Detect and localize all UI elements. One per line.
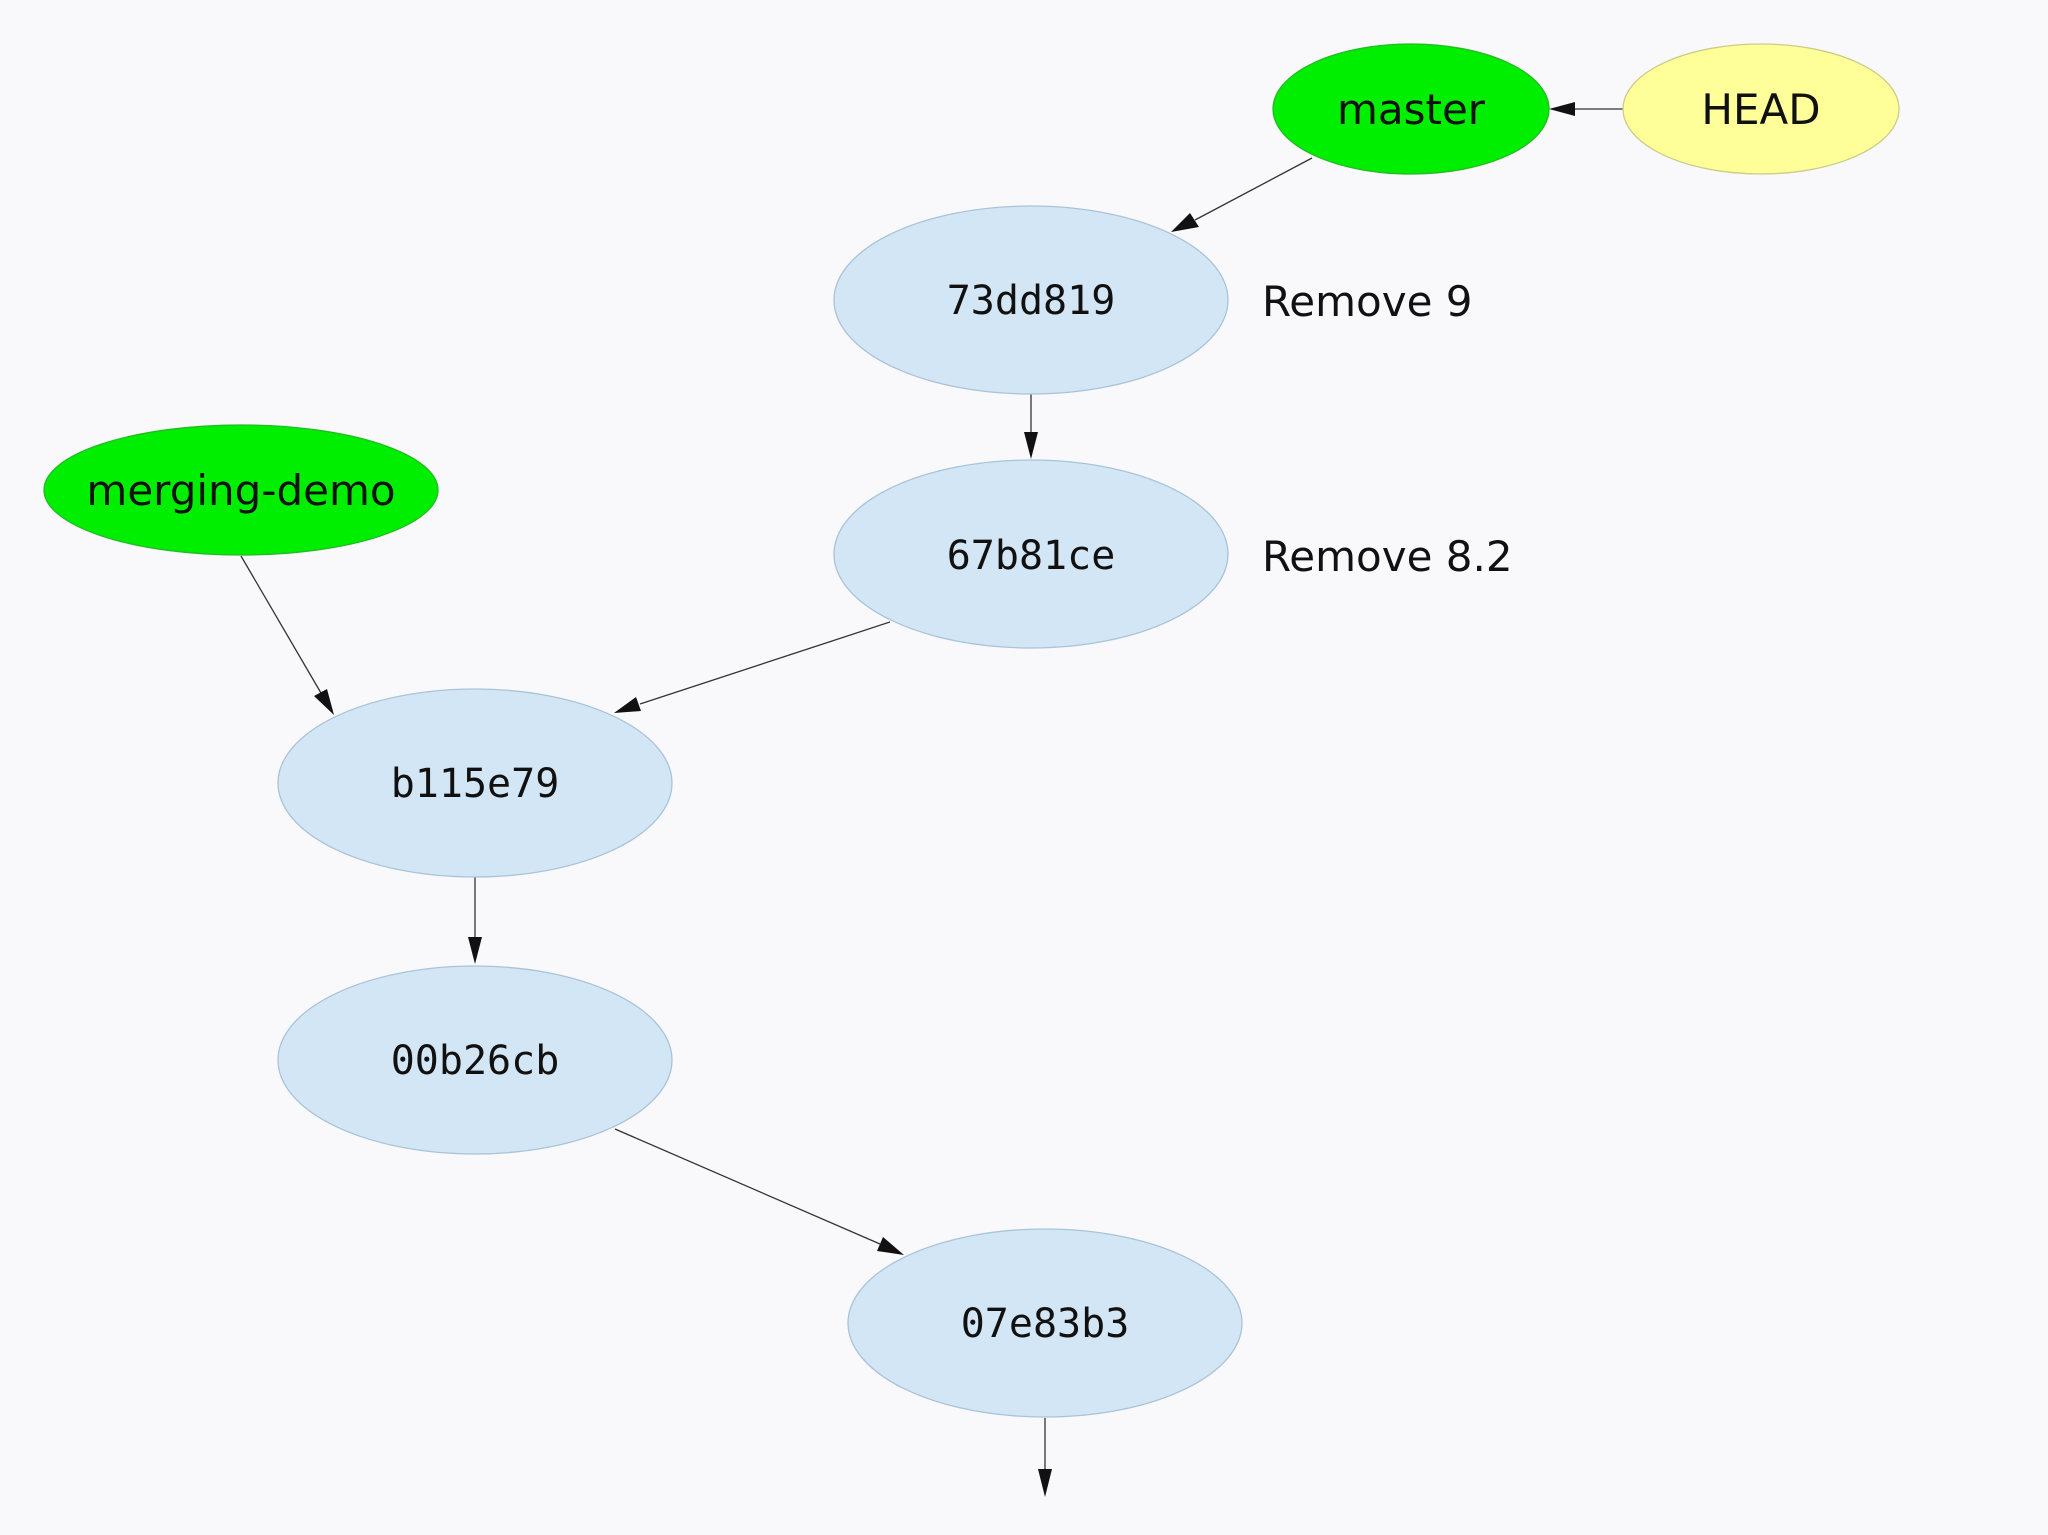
commit-node-00b26cb[interactable]: 00b26cb — [277, 965, 673, 1155]
arrowhead-73dd819-to-67b81ce — [1024, 432, 1038, 459]
commit-node-b115e79[interactable]: b115e79 — [277, 688, 673, 878]
branch-merging-demo-node[interactable]: merging-demo — [43, 424, 439, 556]
commit-shape — [833, 205, 1229, 395]
branch-master-label: master — [1337, 85, 1486, 134]
commit-hash: 67b81ce — [947, 533, 1116, 579]
edge-67b81ce-to-b115e79 — [639, 621, 891, 705]
edge-master-to-73dd819 — [1194, 157, 1313, 221]
arrowhead-head-to-master — [1549, 102, 1575, 116]
arrowhead-master-to-73dd819 — [1171, 213, 1199, 232]
commit-message-73dd819: Remove 9 — [1262, 277, 1473, 326]
arrowhead-00b26cb-to-07e83b3 — [877, 1237, 904, 1255]
commit-node-67b81ce[interactable]: 67b81ce — [833, 459, 1229, 649]
edge-00b26cb-to-07e83b3 — [614, 1128, 881, 1245]
graph-edges — [240, 102, 1623, 1497]
head-node[interactable]: HEAD — [1622, 43, 1900, 175]
commit-shape — [277, 965, 673, 1155]
arrowhead-07e83b3-continues — [1038, 1469, 1052, 1497]
commit-shape — [833, 459, 1229, 649]
commit-node-07e83b3[interactable]: 07e83b3 — [847, 1228, 1243, 1418]
edge-merging-demo-to-b115e79 — [240, 555, 322, 694]
commit-shape — [847, 1228, 1243, 1418]
commit-hash: b115e79 — [391, 761, 560, 807]
commit-shape — [277, 688, 673, 878]
arrowhead-merging-demo-to-b115e79 — [314, 689, 334, 715]
branch-master-node[interactable]: master — [1272, 43, 1550, 175]
head-node-shape — [1622, 43, 1900, 175]
branch-merging-demo-label: merging-demo — [86, 466, 395, 515]
arrowhead-b115e79-to-00b26cb — [468, 937, 482, 964]
commit-hash: 73dd819 — [947, 278, 1116, 324]
commit-message-67b81ce: Remove 8.2 — [1262, 532, 1513, 581]
commit-hash: 00b26cb — [391, 1038, 560, 1084]
commit-hash: 07e83b3 — [961, 1301, 1130, 1347]
commit-node-73dd819[interactable]: 73dd819 — [833, 205, 1229, 395]
head-node-label: HEAD — [1701, 85, 1820, 134]
branch-merging-demo-shape — [43, 424, 439, 556]
arrowhead-67b81ce-to-b115e79 — [614, 697, 641, 713]
branch-master-shape — [1272, 43, 1550, 175]
